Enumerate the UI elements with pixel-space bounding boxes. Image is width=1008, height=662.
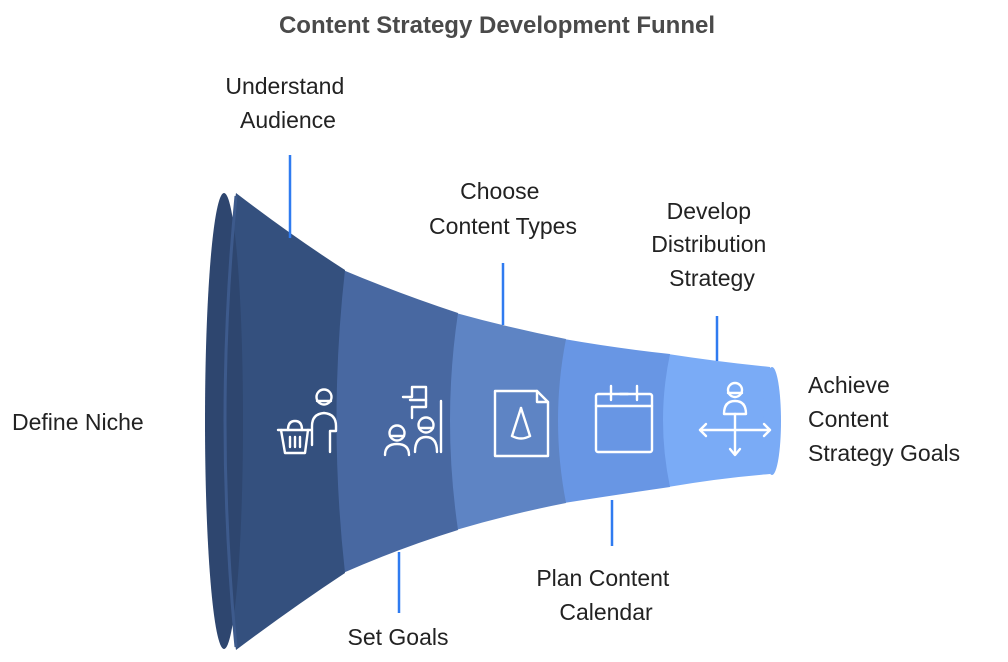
label-understand-audience: Understand Audience: [225, 73, 350, 133]
funnel: [205, 193, 781, 650]
presenter-audience-icon: [383, 385, 443, 457]
label-plan-content-calendar: Plan Content Calendar: [536, 565, 675, 625]
label-set-goals: Set Goals: [348, 624, 449, 650]
person-arrows-icon: [698, 381, 772, 457]
funnel-segment-1: [224, 193, 345, 650]
shopping-basket-person-icon: [276, 388, 338, 455]
funnel-segment-2: [334, 270, 458, 573]
label-define-niche: Define Niche: [12, 409, 144, 435]
label-develop-distribution-strategy: Develop Distribution Strategy: [651, 198, 772, 291]
funnel-end-cap: [763, 367, 781, 475]
calendar-icon: [594, 384, 654, 454]
document-shape-icon: [493, 389, 550, 458]
diagram-title: Content Strategy Development Funnel: [279, 12, 715, 39]
label-choose-content-types: Choose Content Types: [429, 178, 577, 239]
stage-labels: Define Niche Understand Audience Set Goa…: [12, 73, 960, 650]
funnel-segment-3: [448, 313, 566, 530]
label-achieve-content-strategy-goals: Achieve Content Strategy Goals: [808, 372, 960, 466]
funnel-segment-5: [660, 354, 777, 487]
leader-lines: [288, 155, 719, 613]
funnel-segment-4: [556, 339, 670, 503]
